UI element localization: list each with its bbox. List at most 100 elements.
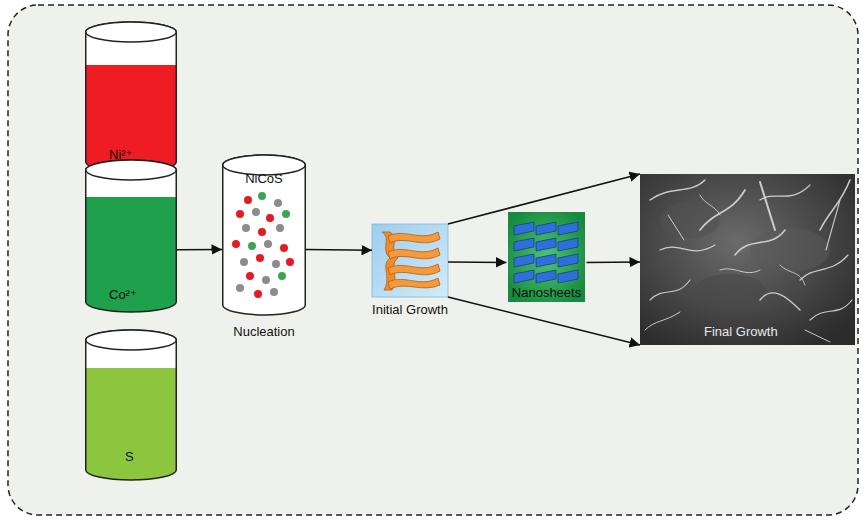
stage-label: Final Growth — [704, 324, 778, 339]
arrow-connector — [177, 249, 222, 251]
sem-picture: Final Growth — [640, 174, 855, 345]
nanosheet-picture — [536, 270, 556, 283]
sem-picture — [650, 180, 705, 200]
arrow-connector — [448, 174, 640, 224]
arrow-connector — [448, 261, 507, 263]
nucleus-dots — [272, 260, 280, 268]
cylinder-body — [223, 155, 306, 315]
cylinder-wall — [86, 22, 177, 172]
beaker-label: Ni²⁺ — [109, 147, 132, 162]
liquid — [86, 368, 177, 480]
sem-picture — [660, 245, 715, 251]
nucleus-dots — [242, 224, 250, 232]
liquid — [86, 65, 177, 172]
nucleus-dots — [276, 224, 284, 232]
nucleus-dots — [252, 208, 260, 216]
nanosheet-picture — [508, 212, 585, 302]
nucleus-dots — [244, 196, 252, 204]
initial-growth-picture — [388, 278, 440, 289]
sem-picture — [640, 174, 855, 345]
initial-growth-picture — [372, 224, 448, 297]
sem-picture — [826, 200, 840, 250]
cylinder-rim — [86, 160, 177, 180]
cylinder-wall — [223, 155, 306, 315]
nanosheet-picture — [536, 254, 556, 267]
arrow-connector — [306, 249, 372, 251]
arrow-connector — [448, 297, 640, 345]
liquid — [86, 197, 177, 312]
nucleus-dots — [240, 258, 248, 266]
reaction-vessel: NiCoSNucleation — [222, 155, 306, 315]
nanosheet-picture — [558, 254, 578, 267]
sem-picture — [640, 174, 855, 345]
beaker-label: Co²⁺ — [109, 287, 137, 302]
sem-picture — [700, 190, 745, 230]
nucleus-dots — [236, 210, 244, 218]
beaker-label: S — [125, 449, 134, 464]
beaker: Co²⁺ — [85, 160, 177, 312]
nucleus-dots — [264, 240, 272, 248]
sem-picture — [668, 215, 684, 240]
sem-picture — [810, 300, 852, 320]
nucleus-dots — [278, 272, 286, 280]
nucleus-dots — [246, 272, 254, 280]
nucleus-dots — [262, 276, 270, 284]
sem-picture — [760, 293, 800, 310]
nucleus-dots — [236, 284, 244, 292]
nanosheet-picture — [558, 222, 578, 235]
nucleus-dots — [248, 242, 256, 250]
stage-label: Nanosheets — [512, 285, 581, 300]
nanosheet-picture — [514, 270, 534, 283]
stage-label: Initial Growth — [372, 302, 448, 317]
sem-picture — [645, 180, 852, 342]
nanosheet-picture — [558, 270, 578, 283]
cylinder-body — [86, 22, 177, 172]
initial-growth-picture — [388, 264, 440, 275]
nanosheet-picture: Nanosheets — [507, 212, 587, 302]
initial-growth-picture — [388, 232, 440, 243]
cylinder-wall — [86, 330, 177, 480]
cylinder-rim — [86, 330, 177, 350]
nucleus-dots — [256, 254, 264, 262]
sem-picture — [700, 195, 720, 215]
cylinder-wall — [86, 160, 177, 312]
sem-picture — [695, 274, 765, 306]
dashed-frame — [8, 5, 858, 515]
stage-label: Nucleation — [233, 324, 294, 339]
cylinder-rim — [86, 22, 177, 42]
cylinder-body — [86, 160, 177, 312]
sem-picture — [800, 255, 848, 280]
initial-growth-picture — [372, 224, 448, 297]
nanosheet-picture — [508, 212, 585, 302]
sem-picture — [780, 265, 805, 285]
sem-picture — [760, 185, 810, 200]
nucleus-dots — [286, 258, 294, 266]
initial-growth-picture — [388, 248, 440, 259]
sem-picture — [650, 280, 690, 300]
arrow-connector — [587, 261, 641, 263]
nanosheet-picture — [514, 238, 534, 251]
beaker: Ni²⁺ — [85, 22, 177, 172]
nanosheet-picture — [558, 238, 578, 251]
nanosheet-picture — [536, 222, 556, 235]
sem-picture — [805, 330, 830, 342]
sem-picture — [735, 230, 785, 255]
sem-picture — [760, 182, 775, 230]
nucleus-dots — [232, 240, 240, 248]
nanosheet-picture — [514, 222, 534, 235]
nucleus-dots — [270, 288, 278, 296]
nucleus-dots — [282, 210, 290, 218]
vessel-label: NiCoS — [245, 171, 283, 186]
cylinder-body — [86, 330, 177, 480]
nucleus-dots — [280, 244, 288, 252]
nucleus-dots — [254, 290, 262, 298]
growth-picture: Initial Growth — [372, 224, 448, 297]
nucleus-dots — [274, 199, 282, 207]
nucleus-dots — [258, 192, 266, 200]
sem-picture — [750, 228, 830, 272]
nanosheet-picture — [536, 238, 556, 251]
sem-picture — [720, 269, 760, 273]
